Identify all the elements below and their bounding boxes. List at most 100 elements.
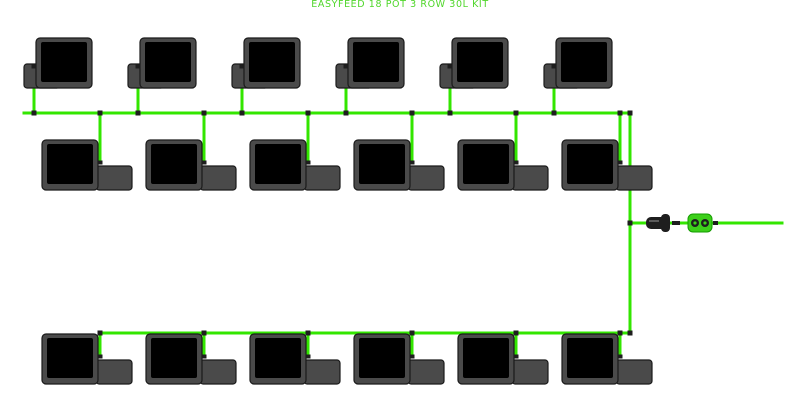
pot-soil — [255, 144, 301, 184]
pot-icon — [457, 333, 549, 385]
tee-connector — [239, 110, 245, 116]
pot-ledge — [303, 165, 341, 191]
pot-icon — [145, 139, 237, 191]
pot-icon — [41, 139, 133, 191]
filter-cap — [661, 214, 670, 232]
kit-title: EASYFEED 18 POT 3 ROW 30L KIT — [311, 0, 489, 10]
tee-connector — [31, 110, 37, 116]
dripper-icon — [617, 354, 623, 359]
valve-body — [687, 213, 713, 233]
pot-icon — [353, 333, 445, 385]
pot-ledge — [511, 359, 549, 385]
tee-connector — [97, 330, 103, 336]
tee-connector — [513, 330, 519, 336]
tee-connector — [627, 220, 633, 226]
pot-icon — [561, 333, 653, 385]
fittings-layer — [31, 64, 718, 359]
pot-soil — [359, 144, 405, 184]
pot-soil — [457, 42, 503, 82]
pot-icon — [41, 333, 133, 385]
pot-ledge — [303, 359, 341, 385]
tee-connector — [627, 330, 633, 336]
pot-soil — [561, 42, 607, 82]
pot-icon — [23, 37, 93, 89]
pots-layer — [23, 37, 653, 385]
pot-soil — [151, 144, 197, 184]
tee-connector — [201, 110, 207, 116]
tee-connector — [305, 110, 311, 116]
pot-ledge — [407, 359, 445, 385]
pot-ledge — [199, 359, 237, 385]
pot-icon — [353, 139, 445, 191]
valve-icon — [687, 213, 718, 233]
pot-soil — [47, 338, 93, 378]
pot-soil — [463, 144, 509, 184]
pot-soil — [359, 338, 405, 378]
dripper-icon — [239, 64, 245, 69]
dripper-icon — [135, 64, 141, 69]
tee-connector — [305, 330, 311, 336]
pot-icon — [439, 37, 509, 89]
dripper-icon — [513, 354, 519, 359]
dripper-icon — [31, 64, 37, 69]
dripper-icon — [409, 160, 415, 165]
pot-soil — [47, 144, 93, 184]
pot-ledge — [615, 359, 653, 385]
pot-soil — [255, 338, 301, 378]
filter-shine — [649, 220, 659, 222]
dripper-icon — [97, 160, 103, 165]
dripper-icon — [513, 160, 519, 165]
pot-icon — [249, 333, 341, 385]
pot-ledge — [407, 165, 445, 191]
pot-ledge — [199, 165, 237, 191]
pot-icon — [249, 139, 341, 191]
pot-soil — [151, 338, 197, 378]
pot-icon — [561, 139, 653, 191]
tee-connector — [409, 330, 415, 336]
tee-connector — [513, 110, 519, 116]
pot-icon — [335, 37, 405, 89]
pot-ledge — [95, 359, 133, 385]
dripper-icon — [447, 64, 453, 69]
tee-connector — [97, 110, 103, 116]
valve-connector — [713, 221, 718, 225]
pot-ledge — [615, 165, 653, 191]
filter-connector — [672, 221, 680, 225]
dripper-icon — [617, 160, 623, 165]
dripper-icon — [201, 354, 207, 359]
tee-connector — [551, 110, 557, 116]
dripper-icon — [97, 354, 103, 359]
dripper-icon — [305, 160, 311, 165]
tee-connector — [617, 110, 623, 116]
pot-soil — [353, 42, 399, 82]
valve-knob-left-center — [693, 221, 697, 225]
pot-ledge — [511, 165, 549, 191]
dripper-icon — [343, 64, 349, 69]
pot-soil — [249, 42, 295, 82]
pot-icon — [127, 37, 197, 89]
pot-icon — [543, 37, 613, 89]
pot-soil — [41, 42, 87, 82]
pot-soil — [567, 144, 613, 184]
tubing-layer — [22, 68, 784, 358]
pot-soil — [145, 42, 191, 82]
pot-soil — [567, 338, 613, 378]
pot-icon — [145, 333, 237, 385]
tee-connector — [409, 110, 415, 116]
tee-connector — [201, 330, 207, 336]
tee-connector — [343, 110, 349, 116]
tee-connector — [617, 330, 623, 336]
pot-icon — [457, 139, 549, 191]
dripper-icon — [409, 354, 415, 359]
pot-soil — [463, 338, 509, 378]
tee-connector — [627, 110, 633, 116]
tee-connector — [135, 110, 141, 116]
valve-knob-right-center — [703, 221, 707, 225]
pot-ledge — [95, 165, 133, 191]
tee-connector — [447, 110, 453, 116]
filter-icon — [646, 214, 680, 232]
dripper-icon — [305, 354, 311, 359]
dripper-icon — [201, 160, 207, 165]
pot-icon — [231, 37, 301, 89]
